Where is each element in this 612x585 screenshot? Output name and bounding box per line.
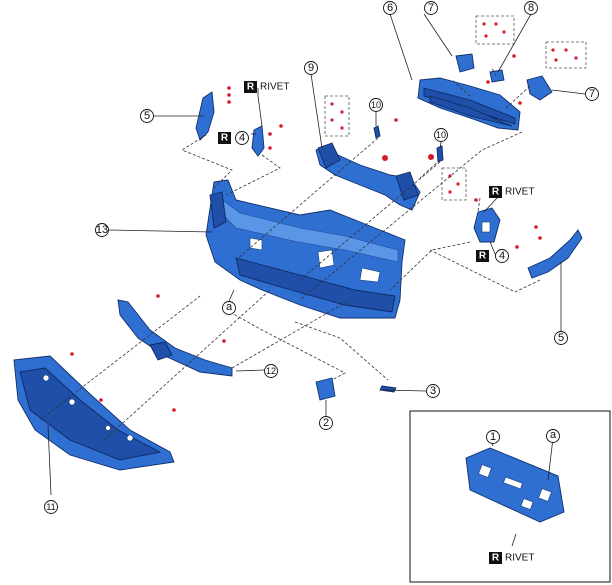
fasteners: [70, 54, 542, 498]
lower-cover: [13, 355, 175, 471]
grille-bracket-left: [455, 53, 475, 73]
bracket-4-right: [473, 207, 501, 243]
callout-10-left: 10: [369, 98, 383, 112]
inset-panel: [409, 410, 611, 583]
side-bracket-right: [527, 229, 583, 279]
callout-5b-label: 5: [558, 332, 564, 344]
lower-grille-bracket: [117, 299, 233, 377]
side-bracket-left: [195, 91, 215, 141]
callout-5-right: 5: [554, 331, 568, 345]
callout-4-right: 4: [495, 249, 509, 263]
callout-7-right: 7: [585, 87, 599, 101]
replace-marker-4-left: R: [218, 132, 231, 144]
callout-12: 12: [264, 364, 278, 378]
callout-4-left: 4: [235, 131, 249, 145]
tow-hook-cover: [315, 377, 336, 401]
replace-marker-letter: R: [492, 187, 500, 198]
callout-7-top: 7: [424, 1, 438, 15]
callout-8: 8: [524, 1, 538, 15]
callout-4b-label: 4: [499, 250, 505, 262]
center-bracket: [489, 69, 505, 83]
callout-a2-label: a: [550, 429, 557, 441]
callout-9: 9: [304, 61, 318, 75]
fastener-group-boxes: [324, 15, 587, 201]
clip-10-right: [436, 145, 444, 163]
callout-a1-label: a: [226, 301, 233, 313]
callout-3-label: 3: [430, 385, 436, 397]
rivet-marker-left: R RIVET: [244, 81, 289, 93]
callout-13: 13: [95, 223, 109, 237]
callout-7b-label: 7: [589, 88, 595, 100]
callout-3: 3: [426, 384, 440, 398]
callout-10-right: 10: [434, 128, 448, 142]
callout-7a-label: 7: [428, 2, 434, 14]
clip-3: [379, 385, 397, 393]
bumper-upper-bracket: [315, 142, 421, 211]
assembly-lines: [39, 67, 546, 537]
rivet-marker-inset: R RIVET: [489, 552, 534, 564]
callout-a-main: a: [222, 301, 236, 315]
callout-6: 6: [383, 1, 397, 15]
clip-10-left: [373, 125, 381, 139]
callout-2-label: 2: [323, 417, 329, 429]
replace-marker-letter: R: [479, 251, 487, 262]
callout-4a-label: 4: [239, 132, 245, 144]
callout-8-label: 8: [528, 2, 534, 14]
replace-marker-4-right: R: [476, 250, 489, 262]
callout-5a-label: 5: [144, 110, 150, 122]
replace-marker-letter: R: [492, 553, 500, 564]
callout-1-label: 1: [490, 431, 496, 443]
rivet-marker-right: R RIVET: [489, 186, 534, 198]
callout-a-inset: a: [546, 429, 560, 443]
callout-5-left: 5: [140, 109, 154, 123]
rivet-label: RIVET: [505, 553, 534, 564]
callout-10b-label: 10: [436, 130, 446, 140]
replace-marker-letter: R: [221, 133, 229, 144]
callout-2: 2: [319, 416, 333, 430]
license-plate-bracket: [465, 447, 565, 523]
front-bumper-fascia: [205, 179, 406, 319]
callout-13-label: 13: [96, 224, 108, 236]
rivet-label: RIVET: [505, 187, 534, 198]
callout-11: 11: [44, 500, 58, 514]
bracket-4-left: [251, 125, 265, 157]
callout-1: 1: [486, 430, 500, 444]
callout-11-label: 11: [46, 502, 55, 512]
callout-9-label: 9: [308, 62, 314, 74]
grille-bracket-right: [526, 75, 553, 101]
callout-6-label: 6: [387, 2, 393, 14]
front-grille: [417, 77, 521, 131]
callout-10a-label: 10: [371, 100, 381, 110]
replace-marker-letter: R: [247, 82, 255, 93]
rivet-label: RIVET: [260, 82, 289, 93]
callout-12-label: 12: [266, 366, 276, 376]
